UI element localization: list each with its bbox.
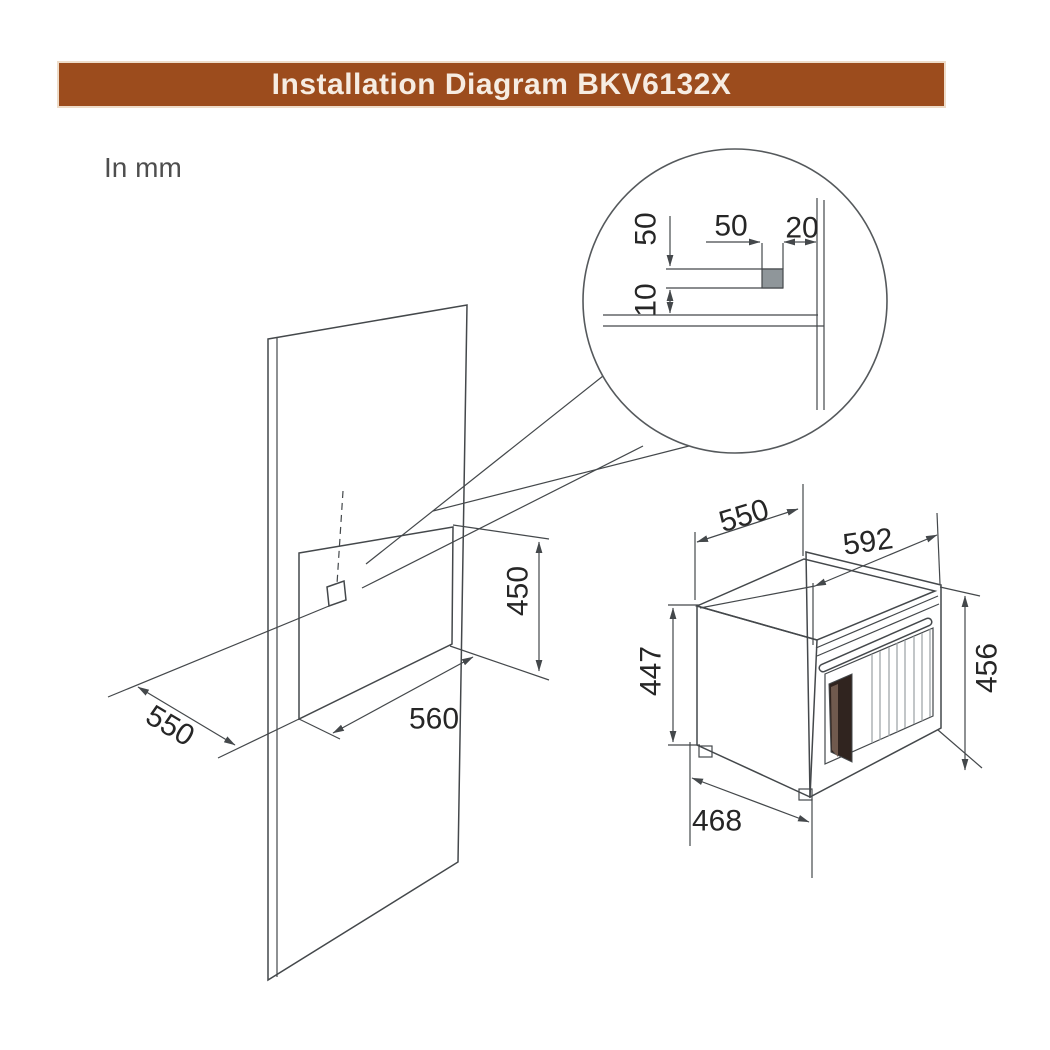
title-bar: Installation Diagram BKV6132X <box>57 61 946 108</box>
oven-dimensions: 550 592 447 456 468 <box>635 484 1004 878</box>
dim-oven-body-width-468: 468 <box>692 805 742 838</box>
niche-dimensions: 450 560 550 <box>107 524 550 759</box>
dim-niche-depth-550: 550 <box>140 699 200 753</box>
oven-door-hatching <box>871 629 931 743</box>
oven-top-face <box>694 558 938 641</box>
dim-oven-body-height-447: 447 <box>635 646 668 696</box>
page-title: Installation Diagram BKV6132X <box>271 67 732 101</box>
oven-side-face <box>696 605 818 799</box>
dim-detail-left-50: 50 <box>630 212 663 245</box>
oven-foot-left <box>698 745 713 758</box>
wall-socket <box>326 579 347 608</box>
oven-window-reflection <box>831 684 838 757</box>
dim-oven-depth-550: 550 <box>715 493 773 539</box>
dim-detail-20: 20 <box>785 212 818 245</box>
dim-detail-10: 10 <box>630 283 663 316</box>
detail-socket <box>761 268 784 289</box>
detail-balloon: 50 20 50 10 <box>582 148 888 454</box>
oven-door-face <box>805 551 942 799</box>
balloon-circle <box>582 148 888 454</box>
oven-door-handle <box>818 617 933 673</box>
socket-centerline-dashed <box>336 490 344 585</box>
oven-drawing <box>694 551 942 801</box>
dim-detail-top-50: 50 <box>714 210 747 243</box>
units-label: In mm <box>104 152 182 183</box>
dim-oven-front-height-456: 456 <box>971 643 1004 693</box>
dim-niche-height-450: 450 <box>502 566 535 616</box>
dim-niche-width-560: 560 <box>409 703 459 736</box>
wall-panel <box>267 304 468 982</box>
dim-oven-width-592: 592 <box>841 522 895 562</box>
balloon-leader-lines <box>361 375 690 589</box>
